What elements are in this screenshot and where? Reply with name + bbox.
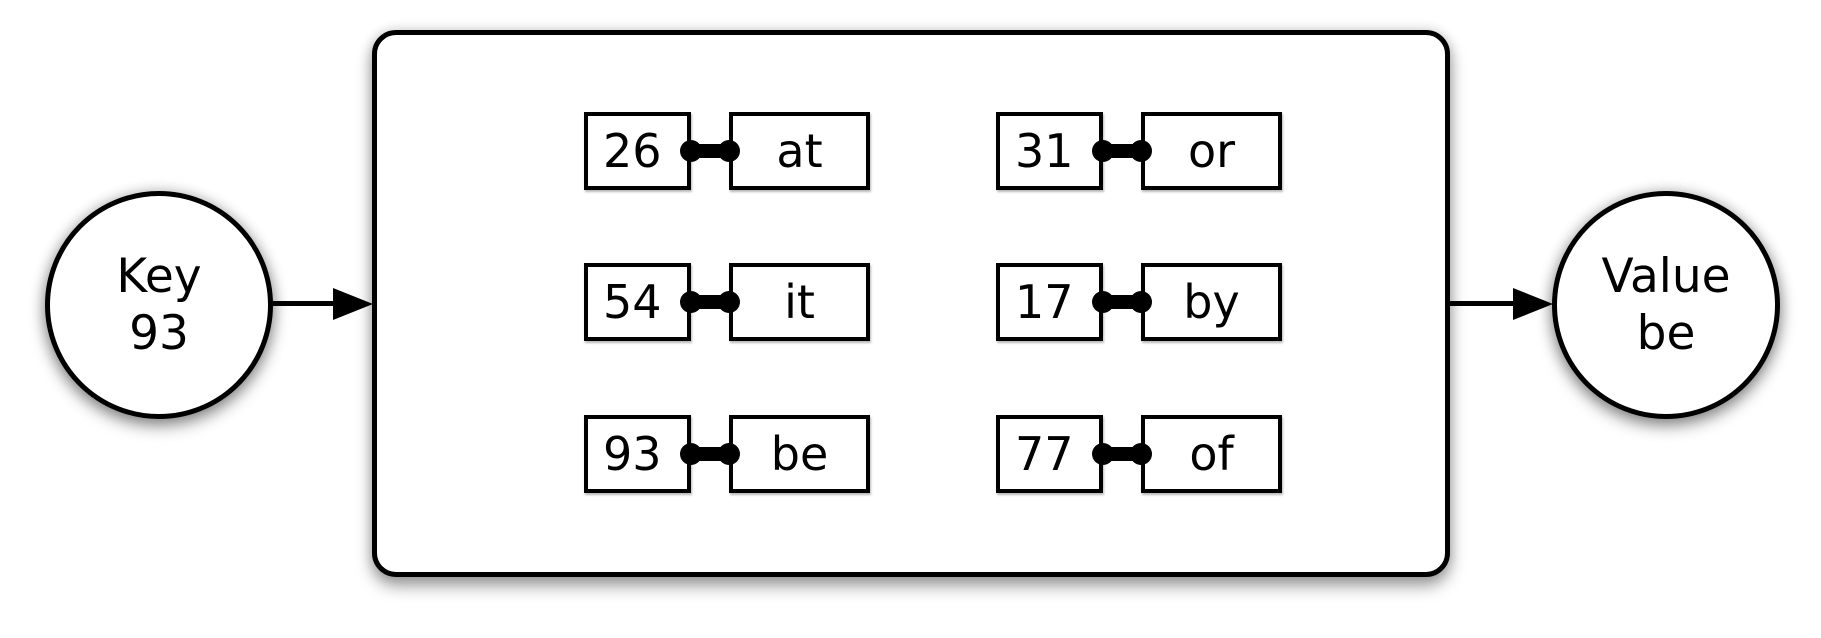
- pair-54-it: 54 it: [584, 263, 870, 341]
- value-box: of: [1141, 415, 1282, 493]
- hash-table-container: 26 at 31 or 54 it 17 by 93 be 77 of: [372, 30, 1450, 577]
- value-node: Value be: [1552, 191, 1780, 419]
- pair-17-by: 17 by: [996, 263, 1282, 341]
- value-box: or: [1141, 112, 1282, 190]
- value-node-label: Value: [1601, 248, 1731, 304]
- pair-31-or: 31 or: [996, 112, 1282, 190]
- arrow-head-icon: [333, 287, 373, 320]
- value-box: by: [1141, 263, 1282, 341]
- arrow-shaft: [273, 301, 333, 306]
- arrow-head-icon: [1513, 287, 1553, 320]
- key-box: 93: [584, 415, 691, 493]
- pair-93-be: 93 be: [584, 415, 870, 493]
- key-node-value: 93: [129, 306, 189, 361]
- arrow-key-to-table: [273, 287, 373, 320]
- link-connector-icon: [682, 447, 738, 461]
- link-connector-icon: [682, 144, 738, 158]
- value-box: be: [729, 415, 870, 493]
- key-box: 17: [996, 263, 1103, 341]
- key-box: 31: [996, 112, 1103, 190]
- pair-77-of: 77 of: [996, 415, 1282, 493]
- link-connector-icon: [1094, 144, 1150, 158]
- value-box: at: [729, 112, 870, 190]
- link-connector-icon: [682, 295, 738, 309]
- arrow-table-to-value: [1449, 287, 1553, 320]
- link-connector-icon: [1094, 295, 1150, 309]
- key-node: Key 93: [45, 191, 273, 419]
- key-box: 77: [996, 415, 1103, 493]
- key-box: 54: [584, 263, 691, 341]
- pair-26-at: 26 at: [584, 112, 870, 190]
- arrow-shaft: [1449, 301, 1513, 306]
- key-node-label: Key: [116, 248, 202, 304]
- key-box: 26: [584, 112, 691, 190]
- value-box: it: [729, 263, 870, 341]
- link-connector-icon: [1094, 447, 1150, 461]
- value-node-value: be: [1636, 306, 1696, 361]
